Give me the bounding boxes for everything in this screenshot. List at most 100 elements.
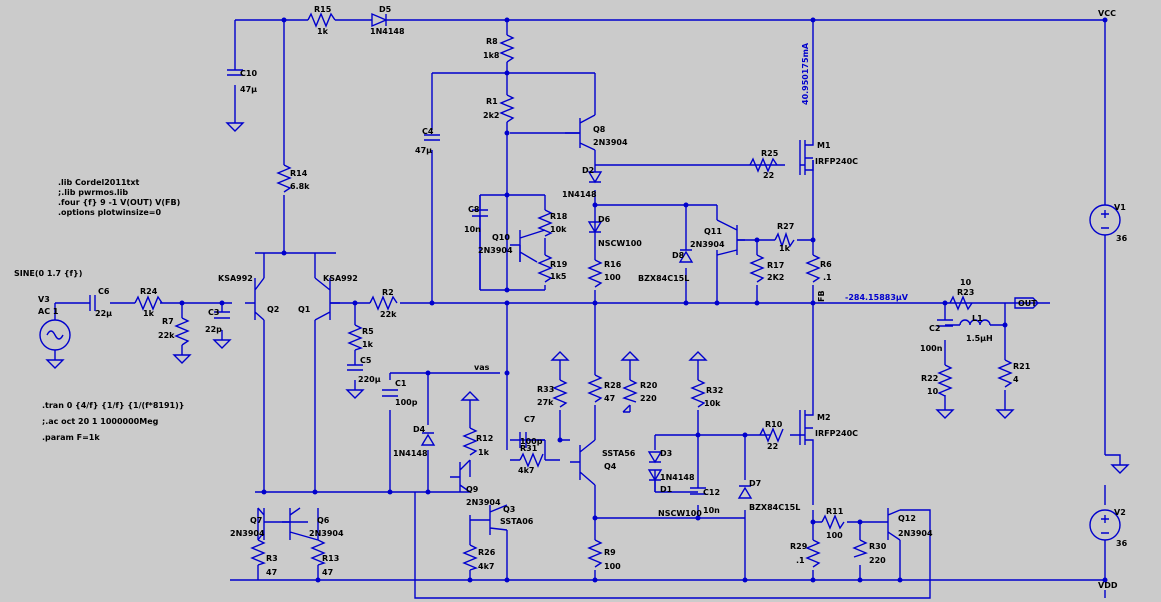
ref: C3 bbox=[208, 308, 219, 317]
val: KSA992 bbox=[218, 274, 253, 283]
val: 100 bbox=[604, 273, 621, 282]
val: BZX84C15L bbox=[638, 274, 689, 283]
source-spec: SINE(0 1.7 {f}) bbox=[14, 269, 82, 278]
ref: D2 bbox=[582, 166, 594, 175]
ref: R18 bbox=[550, 212, 568, 221]
val: 100 bbox=[826, 531, 843, 540]
val: 100p bbox=[520, 437, 543, 446]
ref: R9 bbox=[604, 548, 616, 557]
val: 2N3904 bbox=[230, 529, 265, 538]
ref: V1 bbox=[1114, 203, 1126, 212]
ref: R33 bbox=[537, 385, 554, 394]
ref: C7 bbox=[524, 415, 535, 424]
val: .1 bbox=[796, 556, 805, 565]
val: 1k8 bbox=[483, 51, 500, 60]
val: 47 bbox=[266, 568, 277, 577]
val: 2N3904 bbox=[898, 529, 933, 538]
val: KSA992 bbox=[323, 274, 358, 283]
ref: R6 bbox=[820, 260, 832, 269]
ref: R1 bbox=[486, 97, 498, 106]
ref: R3 bbox=[266, 554, 278, 563]
ref: C2 bbox=[929, 324, 940, 333]
ref: R17 bbox=[767, 261, 784, 270]
sim-line: .param F=1k bbox=[42, 433, 100, 442]
val: 4 bbox=[1013, 375, 1019, 384]
ref: D4 bbox=[413, 425, 426, 434]
val: 22 bbox=[763, 171, 774, 180]
voltage-measurement: -284.15883µV bbox=[845, 293, 909, 302]
val: .1 bbox=[823, 273, 832, 282]
ref: R25 bbox=[761, 149, 779, 158]
ref: C1 bbox=[395, 379, 407, 388]
ref: R16 bbox=[604, 260, 622, 269]
val: 100 bbox=[604, 562, 621, 571]
ref: R19 bbox=[550, 260, 568, 269]
val: 10 bbox=[960, 278, 972, 287]
val: SSTA06 bbox=[500, 517, 534, 526]
val: 1N4148 bbox=[370, 27, 405, 36]
val: 10n bbox=[703, 506, 720, 515]
ref: R5 bbox=[362, 327, 374, 336]
val: 2k2 bbox=[483, 111, 499, 120]
ref: C5 bbox=[360, 356, 372, 365]
vcc-label: VCC bbox=[1098, 9, 1116, 18]
ref: C12 bbox=[703, 488, 720, 497]
val: BZX84C15L bbox=[749, 503, 800, 512]
val: 2N3904 bbox=[690, 240, 725, 249]
val: 47 bbox=[322, 568, 333, 577]
ref: C10 bbox=[240, 69, 257, 78]
val: NSCW100 bbox=[598, 239, 642, 248]
ref: R30 bbox=[869, 542, 887, 551]
spice-directives: .lib Cordel2011txt ;.lib pwrmos.lib .fou… bbox=[14, 178, 184, 442]
ref: R15 bbox=[314, 5, 332, 14]
ref: D5 bbox=[379, 5, 392, 14]
val: 1k bbox=[779, 244, 791, 253]
ref: V3 bbox=[38, 295, 50, 304]
ref: Q12 bbox=[898, 514, 916, 523]
val: 47µ bbox=[415, 146, 432, 155]
val: 22k bbox=[158, 331, 175, 340]
ref: R12 bbox=[476, 434, 493, 443]
ref: R27 bbox=[777, 222, 794, 231]
val: 10n bbox=[464, 225, 481, 234]
val: 47µ bbox=[240, 85, 257, 94]
val: 22 bbox=[767, 442, 778, 451]
ref: R24 bbox=[140, 287, 158, 296]
ref: Q10 bbox=[492, 233, 510, 242]
ref: Q6 bbox=[317, 516, 330, 525]
val: 10k bbox=[704, 399, 721, 408]
val: 1.5µH bbox=[966, 334, 993, 343]
ref: R21 bbox=[1013, 362, 1031, 371]
val: 100n bbox=[920, 344, 943, 353]
fb-label: FB bbox=[817, 290, 826, 302]
current-measurement: 40.950175mA bbox=[801, 42, 810, 105]
directive-line: .four {f} 9 -1 V(OUT) V(FB) bbox=[58, 198, 180, 207]
val: 22p bbox=[205, 325, 222, 334]
ref: C8 bbox=[468, 205, 480, 214]
val: 4k7 bbox=[478, 562, 494, 571]
val: 22k bbox=[380, 310, 397, 319]
ref: SSTA56 bbox=[602, 449, 636, 458]
ref: Q2 bbox=[267, 305, 279, 314]
ref: Q11 bbox=[704, 227, 722, 236]
val: 1k bbox=[317, 27, 329, 36]
ref: R29 bbox=[790, 542, 808, 551]
ref: D6 bbox=[598, 215, 611, 224]
ref: Q9 bbox=[466, 485, 479, 494]
ref: Q3 bbox=[503, 505, 515, 514]
val: 10 bbox=[927, 387, 939, 396]
directive-line: .lib Cordel2011txt bbox=[58, 178, 139, 187]
ref: R14 bbox=[290, 169, 308, 178]
val: 27k bbox=[537, 398, 554, 407]
val: AC 1 bbox=[38, 307, 59, 316]
ref: R28 bbox=[604, 381, 622, 390]
val: 10k bbox=[550, 225, 567, 234]
val: 1N4148 bbox=[660, 473, 695, 482]
ref: R20 bbox=[640, 381, 658, 390]
out-label: OUT bbox=[1018, 299, 1037, 308]
symbols bbox=[39, 12, 1130, 571]
ref: Q1 bbox=[298, 305, 311, 314]
directive-line: ;.lib pwrmos.lib bbox=[58, 188, 128, 197]
